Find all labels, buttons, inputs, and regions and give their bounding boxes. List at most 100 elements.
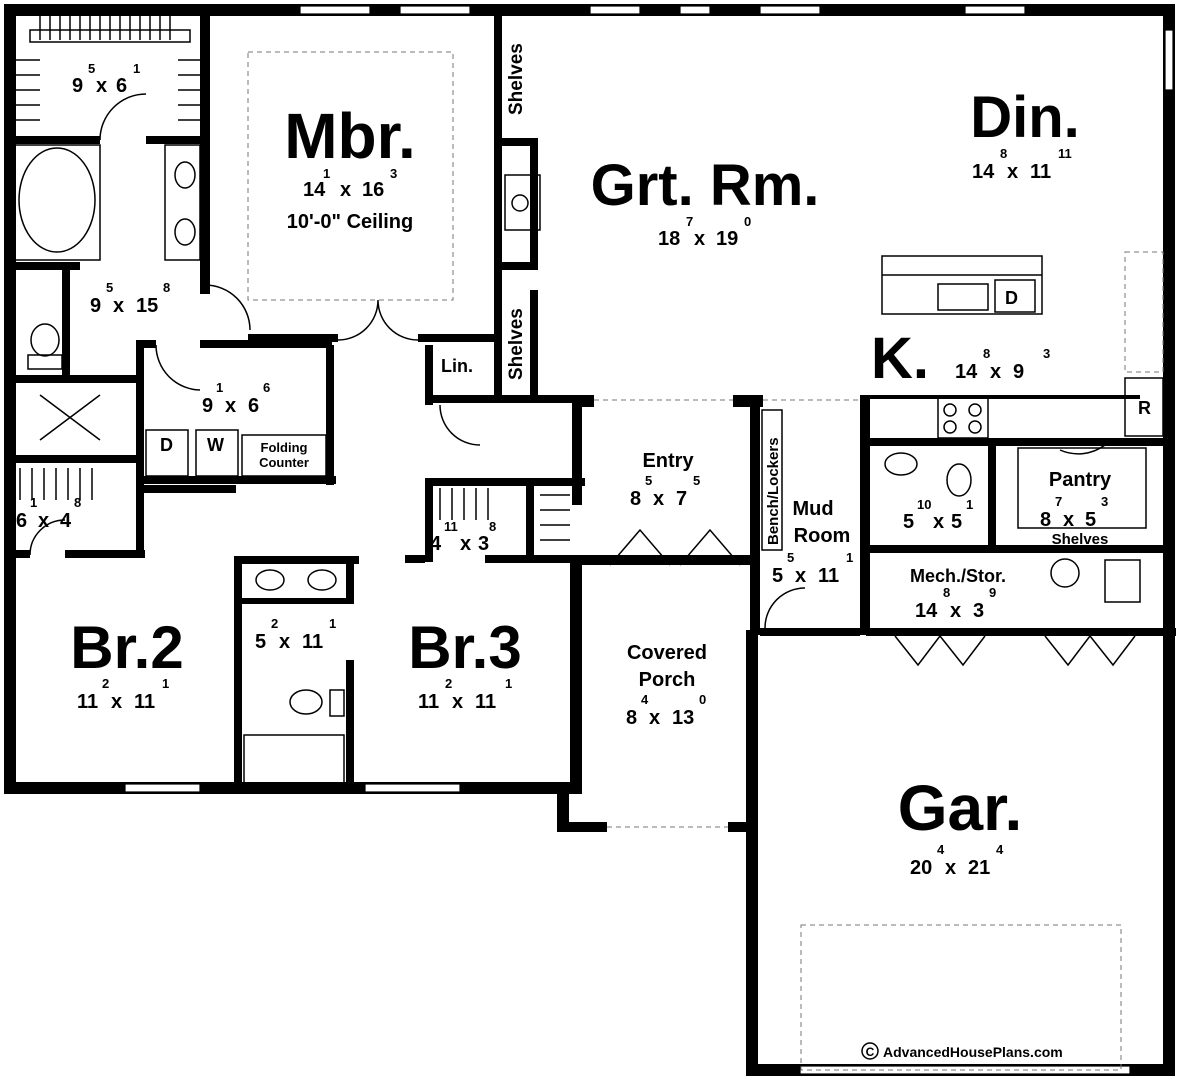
fridge-label: R <box>1138 398 1151 418</box>
bifold-door <box>1044 635 1136 667</box>
closet-br2-sup-a: 1 <box>30 495 37 510</box>
hangers <box>39 14 171 40</box>
folding-counter <box>241 434 327 477</box>
doors <box>29 93 1136 667</box>
door-swing <box>99 93 147 141</box>
powder-sup-a: 10 <box>917 497 931 512</box>
mech-bottom <box>866 628 1176 636</box>
fireplace-bottom <box>498 262 538 270</box>
mud-sup-b: 1 <box>846 550 853 565</box>
wic-sup-a: 5 <box>88 61 95 76</box>
bath2-top <box>234 556 359 564</box>
mbr-bottom-b <box>418 334 498 342</box>
mech-sup-b: 9 <box>989 585 996 600</box>
grt-dim-a: 18 <box>658 228 680 250</box>
burner-icon <box>943 420 957 434</box>
mech-title: Mech./Stor. <box>910 566 1006 586</box>
entry-double-door <box>609 528 741 566</box>
porch-left-upper-wall <box>570 560 582 794</box>
garage-sup-b: 4 <box>996 842 1004 857</box>
br3-sup-b: 1 <box>505 676 512 691</box>
fireplace-icon <box>511 194 529 212</box>
br3-closet-top <box>425 478 585 486</box>
mud-sup-a: 5 <box>787 550 794 565</box>
toilet-icon <box>946 463 972 497</box>
entry-left <box>572 395 582 505</box>
bath2-dim-b: 11 <box>302 631 323 653</box>
entry-title: Entry <box>642 450 694 472</box>
porch-title-1: Covered <box>627 642 707 664</box>
mbr-left-wall <box>200 4 210 294</box>
bath1-dim-b: 15 <box>136 295 158 317</box>
fridge-space <box>1124 251 1164 373</box>
tub-bottom <box>10 262 80 270</box>
br3-closet-divider <box>526 478 534 562</box>
shelves-right <box>530 290 538 400</box>
porch-sup-b: 0 <box>699 692 706 707</box>
laundry-top-left <box>136 340 156 348</box>
wic-bottom-left <box>10 136 100 144</box>
mbr-title: Mbr. <box>284 100 416 172</box>
kitchen-dim-a: 14 <box>955 361 978 383</box>
entry-dim-b: 7 <box>676 488 687 510</box>
din-dim-b: 11 <box>1030 161 1051 183</box>
closet-br2-sup-b: 8 <box>74 495 81 510</box>
sink-icon <box>174 218 196 246</box>
br2-dim-a: 11 <box>77 691 98 713</box>
din-sup-b: 11 <box>1058 146 1072 161</box>
bath2-right-b <box>346 660 354 790</box>
din-title: Din. <box>970 85 1080 150</box>
bath2-right-a <box>346 556 354 604</box>
dishwasher-label: D <box>1005 288 1018 308</box>
times: x <box>653 488 664 510</box>
times: x <box>795 565 806 587</box>
times: x <box>452 691 463 713</box>
door-swing <box>1059 444 1106 455</box>
laundry-right <box>326 345 334 485</box>
wic-bottom-right <box>146 136 206 144</box>
lin-left <box>425 345 433 405</box>
counter-label-2: Counter <box>259 455 309 470</box>
din-dim-a: 14 <box>972 161 995 183</box>
dishwasher <box>994 279 1036 313</box>
grt-sup-a: 7 <box>686 214 693 229</box>
times: x <box>340 179 351 201</box>
closet-br3-dim-b: 3 <box>478 533 489 555</box>
times: x <box>950 600 961 622</box>
linen-label: Lin. <box>441 356 473 376</box>
kitchen-sup-b: 3 <box>1043 346 1050 361</box>
kitchen-title: K. <box>871 326 929 391</box>
times: x <box>1063 509 1074 531</box>
window <box>964 5 1026 15</box>
powder-bottom <box>866 545 1166 553</box>
entry-sup-a: 5 <box>645 473 652 488</box>
mbr-sup-a: 1 <box>323 166 330 181</box>
entry-dim-a: 8 <box>630 488 641 510</box>
shower-drain-icon <box>39 394 101 441</box>
grt-sup-b: 0 <box>744 214 751 229</box>
tub-icon <box>243 734 345 784</box>
wic-dim-b: 6 <box>116 75 127 97</box>
furnace-icon <box>1104 559 1141 603</box>
bath1-sup-b: 8 <box>163 280 170 295</box>
bath1-dim-a: 9 <box>90 295 101 317</box>
wic-dim-a: 9 <box>72 75 83 97</box>
wc-wall <box>62 262 70 382</box>
mud-title-1: Mud <box>792 498 833 520</box>
entry-sup-b: 5 <box>693 473 700 488</box>
dryer-label: D <box>160 435 173 455</box>
toilet-tank <box>329 689 345 717</box>
closet-br3-dim-a: 4 <box>430 533 442 555</box>
laundry-dim-a: 9 <box>202 395 213 417</box>
garage-title: Gar. <box>898 772 1023 844</box>
mech-bottom-b <box>1040 628 1150 636</box>
br2-dim-b: 11 <box>134 691 155 713</box>
garage-left-wall <box>746 630 758 1074</box>
wic-sup-b: 1 <box>133 61 140 76</box>
br2-sup-a: 2 <box>102 676 109 691</box>
laundry-sup-a: 1 <box>216 380 223 395</box>
mud-right <box>860 395 870 635</box>
shower-bottom <box>10 455 142 463</box>
interior-walls <box>10 4 1176 791</box>
